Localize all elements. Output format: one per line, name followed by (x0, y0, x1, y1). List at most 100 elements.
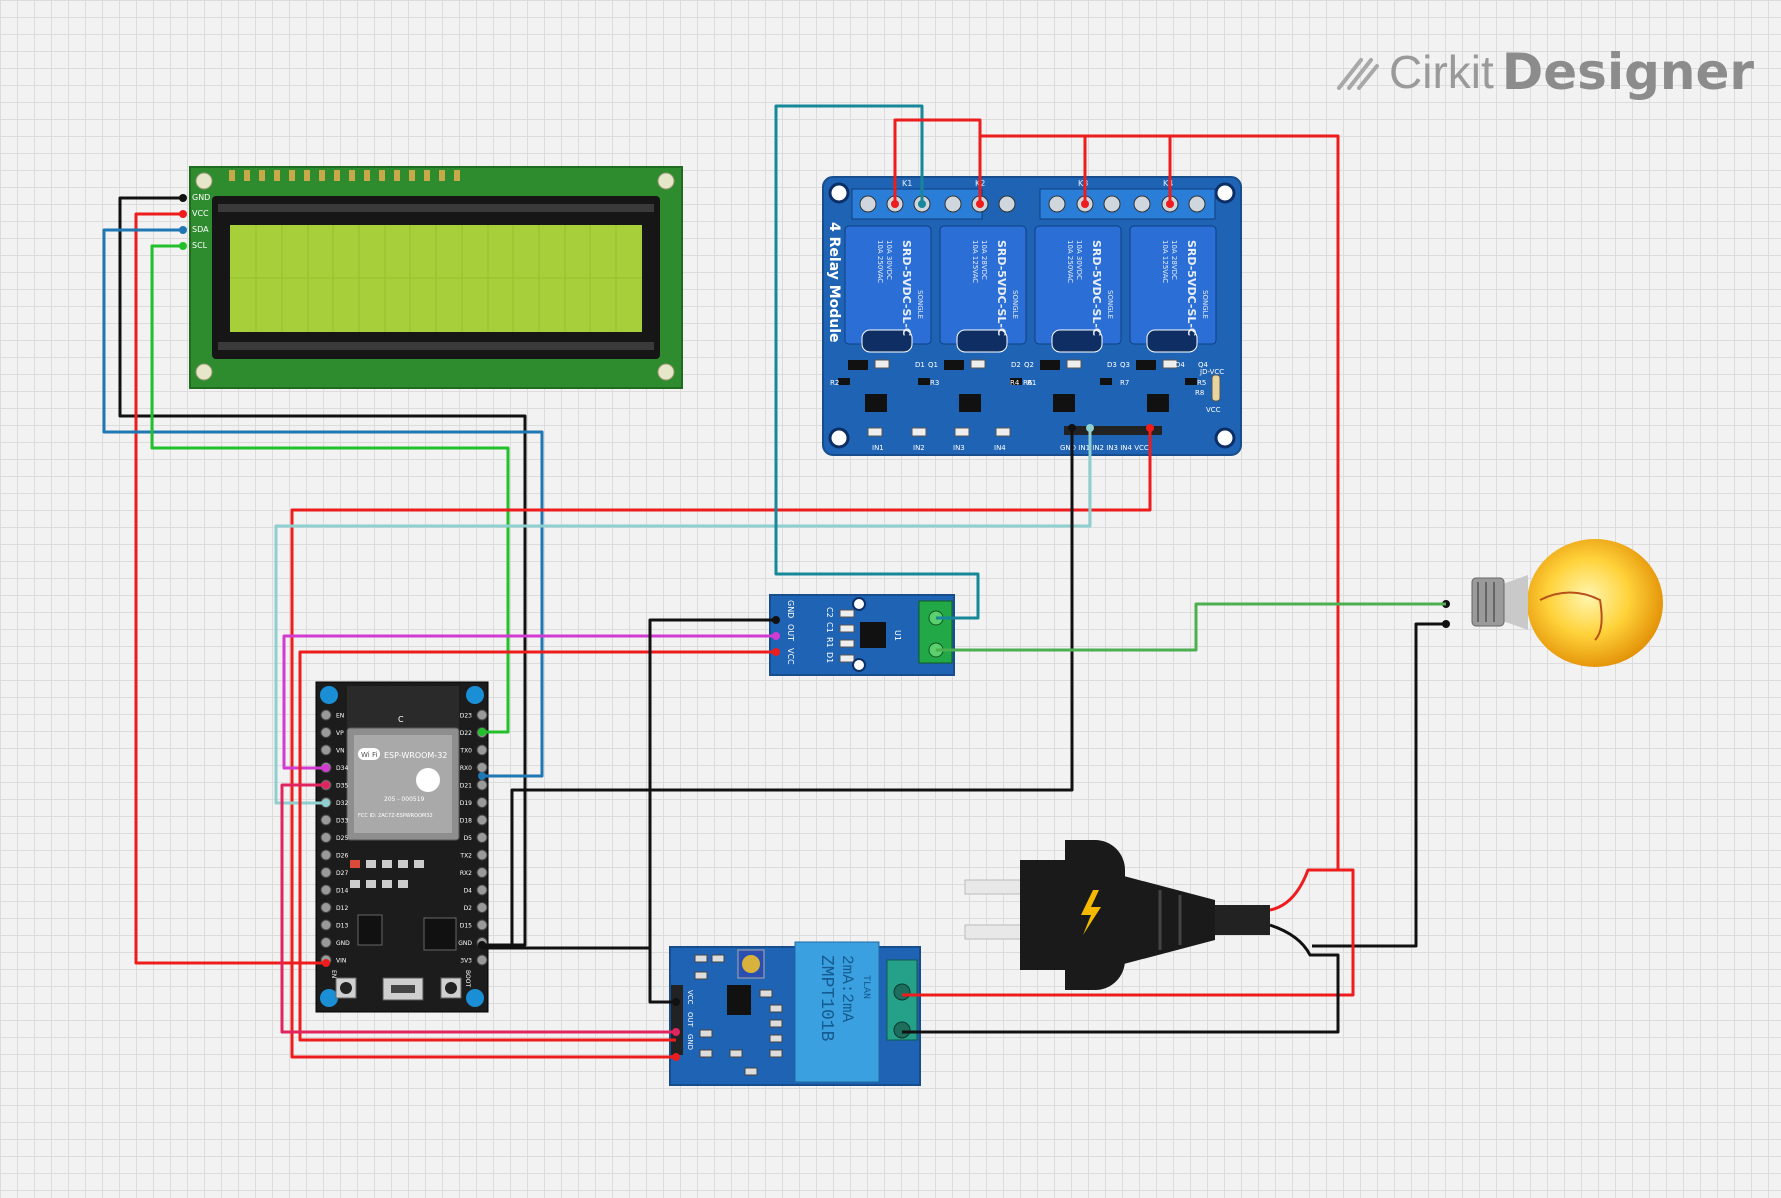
esp32-pin-pad-d12[interactable] (320, 902, 332, 913)
wire-current-out[interactable] (282, 634, 776, 770)
esp32-pin-pad-tx2[interactable] (476, 849, 488, 861)
wire-current-relay-teal[interactable] (774, 104, 980, 620)
relay-k3-model: SRD-5VDC-SL-C (1090, 240, 1103, 336)
esp32-pin-label-en: EN (336, 713, 344, 720)
wire-bulb-neutral[interactable] (1312, 622, 1446, 948)
esp32-pin-pad-d33[interactable] (320, 814, 332, 826)
wire-relay-in1[interactable] (274, 428, 1092, 805)
voltage-sensor[interactable]: ZMPT101B 2mA:2mA TLAN VCC OUT GND (669, 941, 921, 1086)
wires[interactable] (102, 104, 1446, 1059)
light-bulb[interactable] (1442, 539, 1663, 667)
zmpt-text-3: TLAN (860, 975, 871, 999)
wire-relay-com-2[interactable] (978, 134, 1087, 204)
bulb-neck (1500, 575, 1528, 630)
wire-relay-gnd[interactable] (482, 428, 1074, 947)
esp32-pin-pad-d27[interactable] (320, 867, 332, 878)
esp32-pin-label-d34: D34 (336, 765, 348, 772)
wire-lcd-gnd[interactable] (118, 196, 527, 947)
wire-zmpt-out[interactable] (280, 783, 676, 1034)
esp32-pin-label-vn: VN (336, 748, 345, 755)
esp32-pin-label-gnd: GND (458, 940, 472, 947)
wifi-logo: Wi Fi (358, 748, 380, 760)
wire-current-vcc[interactable] (298, 650, 776, 1042)
esp32-pin-label-d35: D35 (336, 783, 348, 790)
wire-plug-live[interactable] (902, 868, 1355, 997)
relay-k1-rating: 10A 30VDC (885, 240, 893, 280)
esp32-pin-label-3v3: 3V3 (460, 958, 472, 965)
esp32-pin-pad-d2[interactable] (476, 902, 488, 913)
wire-current-bulb[interactable] (936, 602, 1446, 652)
esp32-pin-pad-rx2[interactable] (476, 867, 488, 878)
esp32-pin-pad-vn[interactable] (320, 744, 332, 756)
esp32-pin-label-rx2: RX2 (460, 870, 472, 877)
wire-lcd-sda[interactable] (102, 228, 544, 778)
relay-led-in3: IN3 (953, 444, 965, 452)
esp32-board[interactable]: Wi Fi ESP-WROOM-32 C 205 - 000519 FCC ID… (315, 681, 489, 1013)
esp32-pin-label-d23: D23 (460, 713, 472, 720)
esp32-pin-pad-tx0[interactable] (476, 744, 488, 756)
esp32-pin-label-d2: D2 (464, 905, 473, 912)
esp32-pin-pad-d4[interactable] (476, 884, 488, 896)
zmpt-opamp (727, 985, 751, 1015)
esp32-pin-pad-d26[interactable] (320, 849, 332, 861)
esp32-pin-label-d32: D32 (336, 800, 348, 807)
esp32-pin-pad-d21[interactable] (476, 779, 488, 791)
wire-lcd-vcc[interactable] (134, 212, 326, 965)
wire-relay-vcc[interactable] (290, 428, 1152, 1059)
brand-suffix: Designer (1501, 43, 1755, 101)
esp32-pin-pad-d13[interactable] (320, 919, 332, 931)
plug-prong (964, 924, 1026, 940)
relay-mount-hole (1214, 182, 1236, 204)
svg-text:Q4: Q4 (1198, 361, 1209, 369)
svg-text:C1: C1 (825, 622, 834, 633)
esp32-pin-pad-3v3[interactable] (476, 954, 488, 966)
esp32-mark: C (398, 715, 404, 724)
esp32-mount-hole (466, 686, 484, 704)
svg-text:OUT: OUT (686, 1012, 694, 1028)
current-sensor-pin-gnd: GND (786, 600, 795, 618)
relay-k1-rating: 10A 250VAC (876, 240, 884, 283)
esp32-cert-code: 205 - 000519 (384, 796, 425, 803)
lcd-mount-hole (657, 363, 675, 381)
wire-plug-neutral[interactable] (902, 923, 1340, 1034)
esp32-pin-pad-d5[interactable] (476, 832, 488, 843)
svg-text:VCC: VCC (686, 990, 694, 1005)
esp32-pin-pad-en[interactable] (320, 709, 332, 721)
relay-mount-hole (1214, 427, 1236, 449)
lcd-pin-scl: SCL (192, 241, 208, 250)
esp32-pin-pad-vp[interactable] (320, 727, 332, 738)
esp32-pin-label-d26: D26 (336, 853, 348, 860)
relay-k3-label: K3 (1078, 179, 1088, 188)
relay-k3-rating: 10A 30VDC (1075, 240, 1083, 280)
relay-module[interactable]: K1 K2 K3 K4 SRD-5VDC-SL-C SRD-5VDC-SL-C … (822, 176, 1242, 456)
svg-text:R8: R8 (1195, 389, 1204, 397)
esp32-pin-pad-gnd[interactable] (320, 937, 332, 948)
relay-module-title: 4 Relay Module (826, 222, 842, 343)
wire-endpoints (179, 194, 1174, 1061)
lightning-icon (1081, 890, 1101, 935)
esp32-pin-pad-d15[interactable] (476, 919, 488, 931)
brand-prefix: Cirkit (1389, 46, 1494, 98)
relay-k4-model: SRD-5VDC-SL-C (1185, 240, 1198, 336)
wire-current-gnd[interactable] (648, 618, 776, 1004)
esp32-pin-pad-d18[interactable] (476, 814, 488, 826)
esp32-pin-pad-d19[interactable] (476, 797, 488, 808)
wire-lcd-scl[interactable] (150, 244, 510, 734)
svg-text:R3: R3 (930, 379, 939, 387)
relay-k1-model: SRD-5VDC-SL-C (900, 240, 913, 336)
esp32-pin-pad-d23[interactable] (476, 709, 488, 721)
esp32-pin-pad-d14[interactable] (320, 884, 332, 896)
relay-k2-brand: SONGLE (1011, 290, 1019, 319)
esp32-pin-pad-d25[interactable] (320, 832, 332, 843)
relay-vcc-label: VCC (1206, 406, 1221, 414)
svg-text:R1: R1 (825, 637, 834, 648)
plug-cord (1215, 905, 1270, 935)
cirkit-designer-logo: Cirkit Designer (1335, 42, 1754, 102)
svg-text:R4: R4 (1010, 379, 1020, 387)
lcd-module[interactable]: GND VCC SDA SCL (189, 166, 683, 389)
ac-power-plug[interactable] (964, 840, 1270, 990)
esp32-pin-pad-rx0[interactable] (476, 762, 488, 773)
current-sensor[interactable]: GND OUT VCC C2 C1 R1 D1 U1 (769, 594, 955, 676)
relay-k2-rating: 10A 28VDC (980, 240, 988, 280)
